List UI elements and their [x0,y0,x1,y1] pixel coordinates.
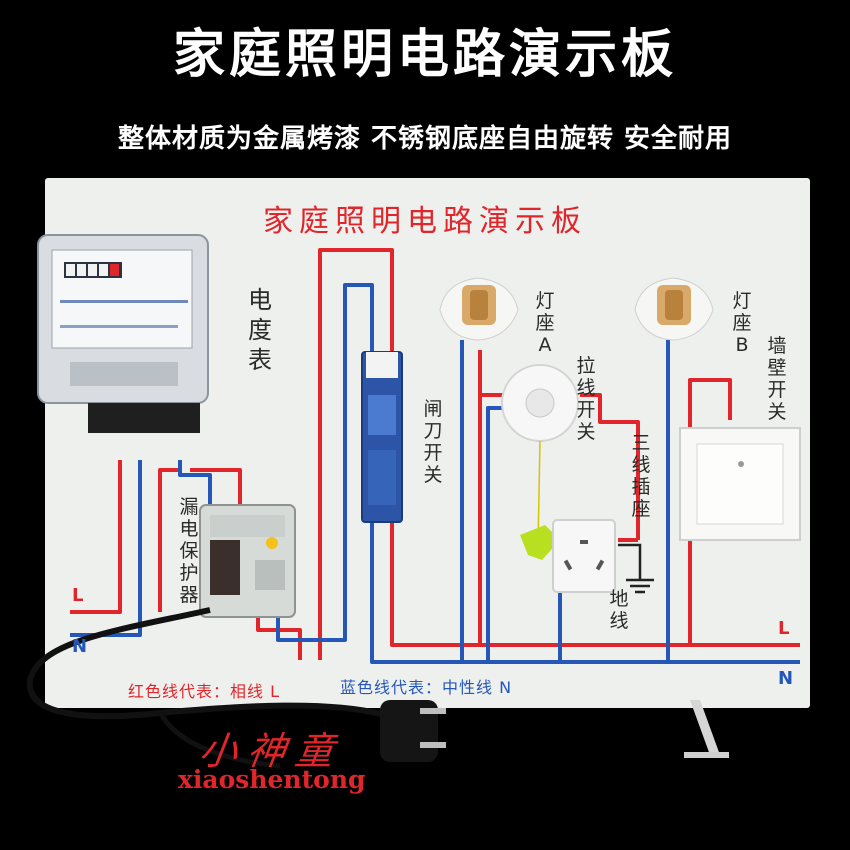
knife-switch [361,351,403,523]
subheadline: 整体材质为金属烤漆 不锈钢底座自由旋转 安全耐用 [117,124,733,154]
three-wire-socket [552,519,616,593]
pull-switch-label: 拉线开关 [576,355,596,443]
ground-symbol [618,543,654,594]
headline: 家庭照明电路演示板 [172,25,677,85]
ground-label: 地线 [609,588,629,632]
legend-neutral: 蓝色线代表：中性线 N [340,678,513,697]
stand [684,700,729,758]
board-title: 家庭照明电路演示板 [263,204,587,239]
legend-live: 红色线代表：相线 L [128,682,281,701]
watermark-english: xiaoshentong [178,765,366,794]
wall-switch-label: 墙壁开关 [767,335,787,423]
line-tag-right-neutral: N [778,668,794,689]
socket-label: 三线插座 [631,432,651,520]
knife-switch-label: 闸刀开关 [423,398,443,486]
pull-switch [501,364,579,560]
lamp-holder-b [634,277,714,341]
live-wires [70,248,800,660]
lamp-a-label: 灯座A [535,290,555,356]
line-tag-left-live: L [72,585,84,606]
line-tag-right-live: L [778,618,790,639]
wall-switch [679,427,801,541]
lamp-holder-a [439,277,519,341]
line-tag-left-neutral: N [72,636,88,657]
leakage-protector [199,504,296,618]
meter-label: 电度表 [248,286,272,374]
leakage-protector-label: 漏电保护器 [179,496,199,606]
lamp-b-label: 灯座B [732,290,752,356]
power-cord [26,607,446,769]
electric-meter [37,234,209,433]
